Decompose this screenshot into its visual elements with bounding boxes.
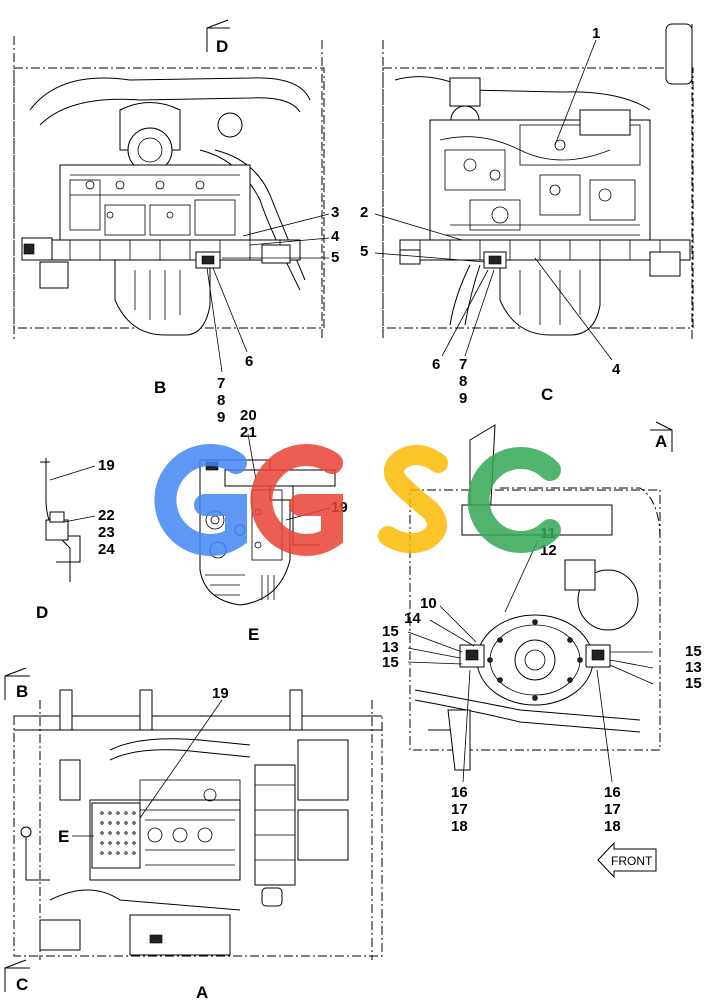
callout-b-4: 4 — [331, 228, 340, 245]
view-a-title: A — [196, 983, 208, 1000]
callout-c-9: 9 — [459, 390, 467, 407]
section-mark-a-label: A — [655, 432, 667, 451]
view-e-title: E — [248, 625, 259, 644]
section-mark-d-label: D — [216, 37, 228, 56]
callout-d-23: 23 — [98, 524, 115, 541]
view-d-title: D — [36, 603, 48, 622]
watermark-letter-4 — [467, 447, 561, 553]
callout-b-8: 8 — [217, 392, 225, 409]
callout-b-6: 6 — [245, 353, 253, 370]
callout-c-4: 4 — [612, 361, 621, 378]
callout-c-7: 7 — [459, 356, 467, 373]
front-arrow — [597, 841, 657, 879]
callout-d-22: 22 — [98, 507, 115, 524]
view-c-title: C — [541, 385, 553, 404]
callout-a-15-1: 15 — [382, 623, 399, 640]
callout-view-a-e: E — [58, 827, 69, 846]
watermark-logo — [154, 444, 561, 556]
callout-c-1: 1 — [592, 25, 600, 42]
callout-d-19: 19 — [98, 457, 115, 474]
callout-a-13-1: 13 — [382, 639, 399, 656]
section-mark-b — [4, 667, 30, 700]
callout-a-15-3: 15 — [685, 643, 702, 660]
callout-c-8: 8 — [459, 373, 467, 390]
view-c-drawing — [374, 23, 694, 361]
callout-a-18-2: 18 — [604, 818, 621, 835]
view-a-drawing — [13, 689, 383, 960]
section-mark-a — [650, 421, 673, 452]
view-b-title: B — [154, 378, 166, 397]
front-arrow-label: FRONT — [611, 854, 653, 868]
callout-d-24: 24 — [98, 541, 115, 558]
callout-c-6: 6 — [432, 356, 440, 373]
callout-e-21: 21 — [240, 424, 257, 441]
section-mark-d — [206, 19, 230, 52]
callout-a-16-2: 16 — [604, 784, 621, 801]
callout-a-16-1: 16 — [451, 784, 468, 801]
callout-a-15-4: 15 — [685, 675, 702, 692]
view-a-front-drawing — [407, 424, 661, 783]
callout-e-20: 20 — [240, 407, 257, 424]
callout-a-17-1: 17 — [451, 801, 468, 818]
view-d-drawing — [40, 458, 96, 582]
section-mark-b-label: B — [16, 682, 28, 701]
watermark-letter-1 — [154, 444, 247, 556]
view-b-drawing — [13, 36, 330, 373]
callout-a-18-1: 18 — [451, 818, 468, 835]
callout-a-15-2: 15 — [382, 654, 399, 671]
callout-a-10: 10 — [420, 595, 437, 612]
section-mark-c — [4, 959, 30, 992]
callout-c-2: 2 — [360, 204, 368, 221]
callout-view-a-19: 19 — [212, 685, 229, 702]
callout-a-13-2: 13 — [685, 659, 702, 676]
watermark-letter-2 — [250, 444, 343, 556]
section-mark-c-label: C — [16, 975, 28, 994]
callout-b-9: 9 — [217, 409, 225, 426]
callout-b-5: 5 — [331, 249, 339, 266]
callout-b-7: 7 — [217, 375, 225, 392]
callout-b-3: 3 — [331, 204, 339, 221]
callout-a-17-2: 17 — [604, 801, 621, 818]
callout-c-5: 5 — [360, 243, 368, 260]
callout-a-14: 14 — [404, 610, 421, 627]
watermark-letter-3 — [378, 444, 448, 554]
